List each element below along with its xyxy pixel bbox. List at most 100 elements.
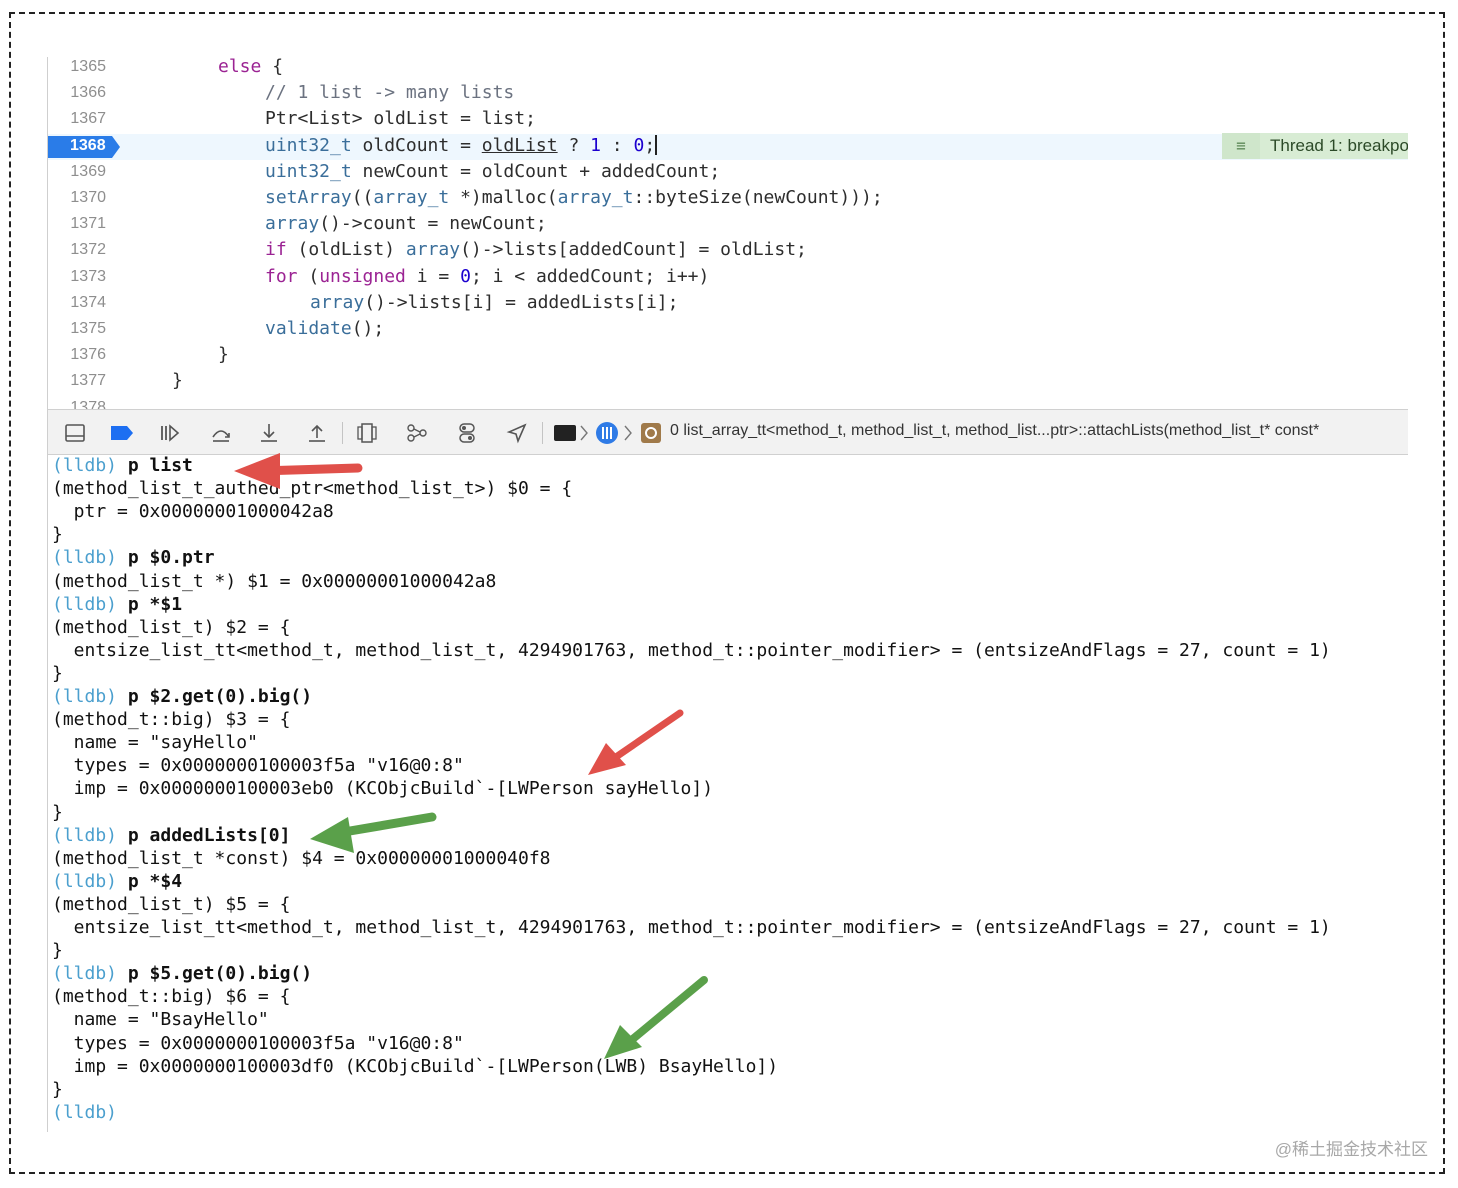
code-line[interactable]: 1378 bbox=[48, 396, 1408, 409]
code-token: ? bbox=[557, 134, 591, 156]
code-token: (oldList) bbox=[286, 239, 406, 261]
console-output: imp = 0x0000000100003eb0 (KCObjcBuild`-[… bbox=[52, 778, 714, 800]
code-line[interactable]: 1377} bbox=[48, 369, 1408, 395]
console-output: ptr = 0x00000001000042a8 bbox=[52, 501, 334, 523]
console-command-line: (lldb) p *$4 bbox=[52, 871, 182, 894]
console-output: (method_list_t) $2 = { bbox=[52, 616, 291, 638]
view-hierarchy-icon[interactable] bbox=[354, 420, 380, 446]
code-token: ( bbox=[297, 265, 320, 287]
lldb-command: p *$4 bbox=[127, 870, 183, 892]
toolbar-separator bbox=[542, 422, 543, 444]
console-output-line: } bbox=[52, 940, 63, 963]
code-line[interactable]: 1367 Ptr<List> oldList = list; bbox=[48, 107, 1408, 133]
code-token: uint32_t bbox=[265, 134, 352, 156]
line-number: 1365 bbox=[70, 58, 106, 75]
toolbar-separator bbox=[342, 422, 343, 444]
code-line[interactable]: 1365 else { bbox=[48, 57, 1408, 81]
code-token: for bbox=[265, 265, 298, 287]
thread-breakpoint-badge[interactable]: ≡ Thread 1: breakpoint bbox=[1222, 133, 1408, 159]
console-output: (method_list_t *const) $4 = 0x0000000100… bbox=[52, 847, 551, 869]
code-line[interactable]: 1376} bbox=[48, 343, 1408, 369]
screenshot-frame bbox=[9, 12, 1445, 1174]
code-text: Ptr<List> oldList = list; bbox=[265, 108, 536, 129]
step-into-icon[interactable] bbox=[256, 420, 282, 446]
console-command-line: (lldb) p $5.get(0).big() bbox=[52, 963, 312, 986]
console-command-line: (lldb) p list bbox=[52, 455, 193, 478]
code-token: 0 bbox=[633, 134, 645, 156]
stack-frame-breadcrumb[interactable]: 0 list_array_tt<method_t, method_list_t,… bbox=[670, 422, 1320, 439]
console-output: (method_list_t) $5 = { bbox=[52, 893, 291, 915]
thread-icon[interactable] bbox=[594, 420, 620, 446]
stack-frame-icon[interactable] bbox=[638, 420, 664, 446]
console-output: } bbox=[52, 662, 63, 684]
text-cursor bbox=[655, 134, 658, 155]
console-output: entsize_list_tt<method_t, method_list_t,… bbox=[52, 917, 1331, 938]
code-token: else bbox=[218, 57, 262, 77]
lldb-command: p $2.get(0).big() bbox=[127, 686, 313, 707]
line-number: 1378 bbox=[70, 398, 106, 409]
breakpoint-toggle-icon[interactable] bbox=[108, 420, 134, 446]
console-output: } bbox=[52, 940, 63, 962]
code-token: array bbox=[405, 239, 461, 261]
console-output: } bbox=[52, 1078, 63, 1100]
console-output: name = "sayHello" bbox=[52, 732, 258, 754]
step-over-icon[interactable] bbox=[208, 420, 234, 446]
step-out-icon[interactable] bbox=[304, 420, 330, 446]
code-line[interactable]: 1366// 1 list -> many lists bbox=[48, 81, 1408, 107]
code-token: *)malloc( bbox=[449, 187, 558, 208]
memory-graph-icon[interactable] bbox=[404, 420, 430, 446]
console-output-line: imp = 0x0000000100003eb0 (KCObjcBuild`-[… bbox=[52, 778, 713, 801]
console-output-line: entsize_list_tt<method_t, method_list_t,… bbox=[52, 640, 1331, 663]
code-text: array()->count = newCount; bbox=[265, 213, 547, 234]
code-text: validate(); bbox=[265, 318, 384, 339]
lldb-command: p *$1 bbox=[127, 593, 183, 615]
terminal-app-icon[interactable] bbox=[552, 420, 578, 446]
code-token: ()->lists[addedCount] = oldList; bbox=[460, 239, 807, 261]
line-number: 1367 bbox=[70, 110, 106, 128]
lldb-prompt: (lldb) bbox=[52, 686, 118, 707]
hide-debug-area-icon[interactable] bbox=[62, 420, 88, 446]
code-token: oldList bbox=[481, 134, 558, 156]
code-token: array bbox=[265, 213, 320, 235]
console-output: (method_t::big) $6 = { bbox=[52, 986, 291, 1008]
breakpoint-marker-icon[interactable]: 1368 bbox=[48, 135, 120, 158]
watermark: @稀土掘金技术社区 bbox=[1274, 1140, 1428, 1159]
code-token: unsigned bbox=[319, 265, 406, 287]
console-output: name = "BsayHello" bbox=[52, 1009, 269, 1031]
console-command-line: (lldb) p $0.ptr bbox=[52, 547, 215, 570]
thread-badge-label: Thread 1: breakpoint bbox=[1270, 136, 1408, 155]
console-output-line: types = 0x0000000100003f5a "v16@0:8" bbox=[52, 755, 464, 778]
code-text: else { bbox=[218, 57, 283, 77]
console-output: } bbox=[52, 524, 63, 546]
console-command-line: (lldb) p $2.get(0).big() bbox=[52, 686, 312, 709]
console-command-line: (lldb) bbox=[52, 1102, 128, 1125]
environment-icon[interactable] bbox=[454, 420, 480, 446]
console-output: (method_list_t *) $1 = 0x00000001000042a… bbox=[52, 570, 497, 592]
lldb-prompt: (lldb) bbox=[52, 1101, 118, 1123]
lldb-command: p $5.get(0).big() bbox=[127, 963, 313, 985]
line-number: 1366 bbox=[70, 84, 106, 102]
console-output-line: entsize_list_tt<method_t, method_list_t,… bbox=[52, 917, 1331, 940]
console-output: (method_t::big) $3 = { bbox=[52, 709, 291, 731]
console-output-line: name = "BsayHello" bbox=[52, 1009, 269, 1032]
code-token: 1 bbox=[590, 134, 601, 156]
code-token: setArray bbox=[265, 187, 352, 208]
code-token: array_t bbox=[557, 187, 634, 208]
location-icon[interactable] bbox=[504, 420, 530, 446]
code-text: } bbox=[172, 370, 183, 391]
code-token: ::byteSize(newCount))); bbox=[633, 187, 883, 208]
continue-icon[interactable] bbox=[156, 420, 182, 446]
code-token: Ptr<List> oldList = list; bbox=[265, 108, 536, 130]
console-output: imp = 0x0000000100003df0 (KCObjcBuild`-[… bbox=[52, 1055, 779, 1077]
code-token: array_t bbox=[373, 187, 450, 208]
lldb-console[interactable]: (lldb) p list(method_list_t_authed_ptr<m… bbox=[52, 455, 1408, 1132]
